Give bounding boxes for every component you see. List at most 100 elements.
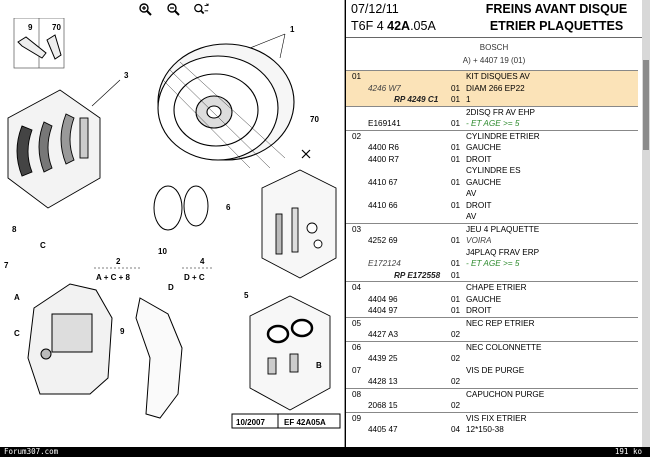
caliper-bracket-drawing bbox=[135, 297, 183, 419]
part-reference: RP E172558 bbox=[394, 270, 441, 280]
part-description: 1 bbox=[466, 95, 471, 104]
part-line[interactable]: CYLINDRE ES bbox=[346, 165, 638, 177]
part-quantity: 01 bbox=[451, 119, 461, 128]
part-description: NEC COLONNETTE bbox=[466, 342, 542, 352]
part-reference: 4405 47 bbox=[368, 425, 398, 434]
part-item-number: 09 bbox=[352, 413, 362, 423]
parts-list-pane: 07/12/11 T6F 4 42A.05A FREINS AVANT DISQ… bbox=[346, 0, 642, 447]
label-70: 70 bbox=[52, 23, 61, 32]
applicability-label: A) + 4407 19 (01) bbox=[462, 56, 526, 65]
label-4: 4 bbox=[200, 257, 205, 266]
header-divider bbox=[346, 37, 642, 38]
scrollbar-thumb[interactable] bbox=[643, 60, 649, 150]
stamp-date: 10/2007 bbox=[236, 418, 265, 427]
label-10: 10 bbox=[158, 247, 167, 256]
screw-70-drawing bbox=[301, 149, 311, 159]
zoom-toolbar bbox=[0, 0, 344, 18]
part-description: J4PLAQ FRAV ERP bbox=[466, 247, 540, 257]
part-description: VIS FIX ETRIER bbox=[466, 413, 527, 423]
part-item-number: 07 bbox=[352, 365, 362, 375]
label-70-disc: 70 bbox=[310, 115, 319, 124]
ref-prefix: T6F 4 bbox=[351, 19, 388, 33]
zoom-in-icon[interactable] bbox=[137, 2, 153, 16]
part-reference: 2068 15 bbox=[368, 401, 398, 410]
label-C: C bbox=[40, 241, 46, 250]
part-description: KIT DISQUES AV bbox=[466, 72, 530, 81]
stamp-ref: EF 42A05A bbox=[284, 418, 326, 427]
part-description: - ET AGE >= 5 bbox=[466, 119, 520, 128]
part-description: AV bbox=[466, 212, 477, 221]
part-line[interactable]: 01 KIT DISQUES AV bbox=[346, 71, 638, 83]
part-description: 2DISQ FR AV EHP bbox=[466, 107, 536, 117]
label-D: D bbox=[168, 283, 174, 292]
label-9: 9 bbox=[28, 23, 33, 32]
part-description: GAUCHE bbox=[466, 177, 502, 187]
zoom-fit-icon[interactable] bbox=[193, 2, 209, 16]
part-description: DROIT bbox=[466, 306, 492, 315]
part-reference: 4427 A3 bbox=[368, 330, 399, 339]
label-A: A bbox=[14, 293, 20, 302]
part-quantity: 01 bbox=[451, 270, 461, 280]
ref-bold: 42A bbox=[387, 19, 411, 33]
part-quantity: 01 bbox=[451, 236, 461, 245]
seal-kit-drawing bbox=[249, 295, 331, 411]
part-line[interactable]: 2DISQ FR AV EHP bbox=[346, 107, 638, 119]
part-reference: 4400 R7 bbox=[368, 154, 399, 164]
part-description: DROIT bbox=[466, 200, 492, 210]
diagram-pane[interactable]: 9 70 1 3 70 6 bbox=[0, 0, 345, 447]
zoom-out-icon[interactable] bbox=[165, 2, 181, 16]
part-line[interactable]: AV bbox=[346, 211, 638, 223]
part-line[interactable]: RP E172558 01 bbox=[346, 270, 638, 282]
bolt-9-drawing bbox=[13, 18, 65, 69]
part-line[interactable]: AV bbox=[346, 188, 638, 200]
part-quantity: 02 bbox=[451, 401, 461, 410]
part-reference: 4428 13 bbox=[368, 377, 398, 386]
part-item-number: 01 bbox=[352, 72, 362, 81]
part-line[interactable]: J4PLAQ FRAV ERP bbox=[346, 247, 638, 259]
part-description: - ET AGE >= 5 bbox=[466, 259, 520, 268]
part-line[interactable]: 09 VIS FIX ETRIER bbox=[346, 413, 638, 425]
vertical-scrollbar[interactable] bbox=[642, 0, 650, 447]
label-C-caliper: C bbox=[14, 329, 20, 338]
part-line[interactable]: 4427 A3 02 bbox=[346, 329, 638, 341]
status-footer: Forum307.com 191 ko bbox=[0, 447, 650, 457]
part-quantity: 01 bbox=[451, 177, 461, 187]
part-quantity: 02 bbox=[451, 330, 461, 339]
label-a-c-8: A + C + 8 bbox=[96, 273, 130, 282]
part-quantity: 01 bbox=[451, 294, 461, 304]
brake-pads-drawing bbox=[7, 89, 101, 209]
part-quantity: 04 bbox=[451, 425, 461, 434]
part-quantity: 01 bbox=[451, 306, 461, 315]
part-line[interactable]: 2068 15 02 bbox=[346, 400, 638, 412]
